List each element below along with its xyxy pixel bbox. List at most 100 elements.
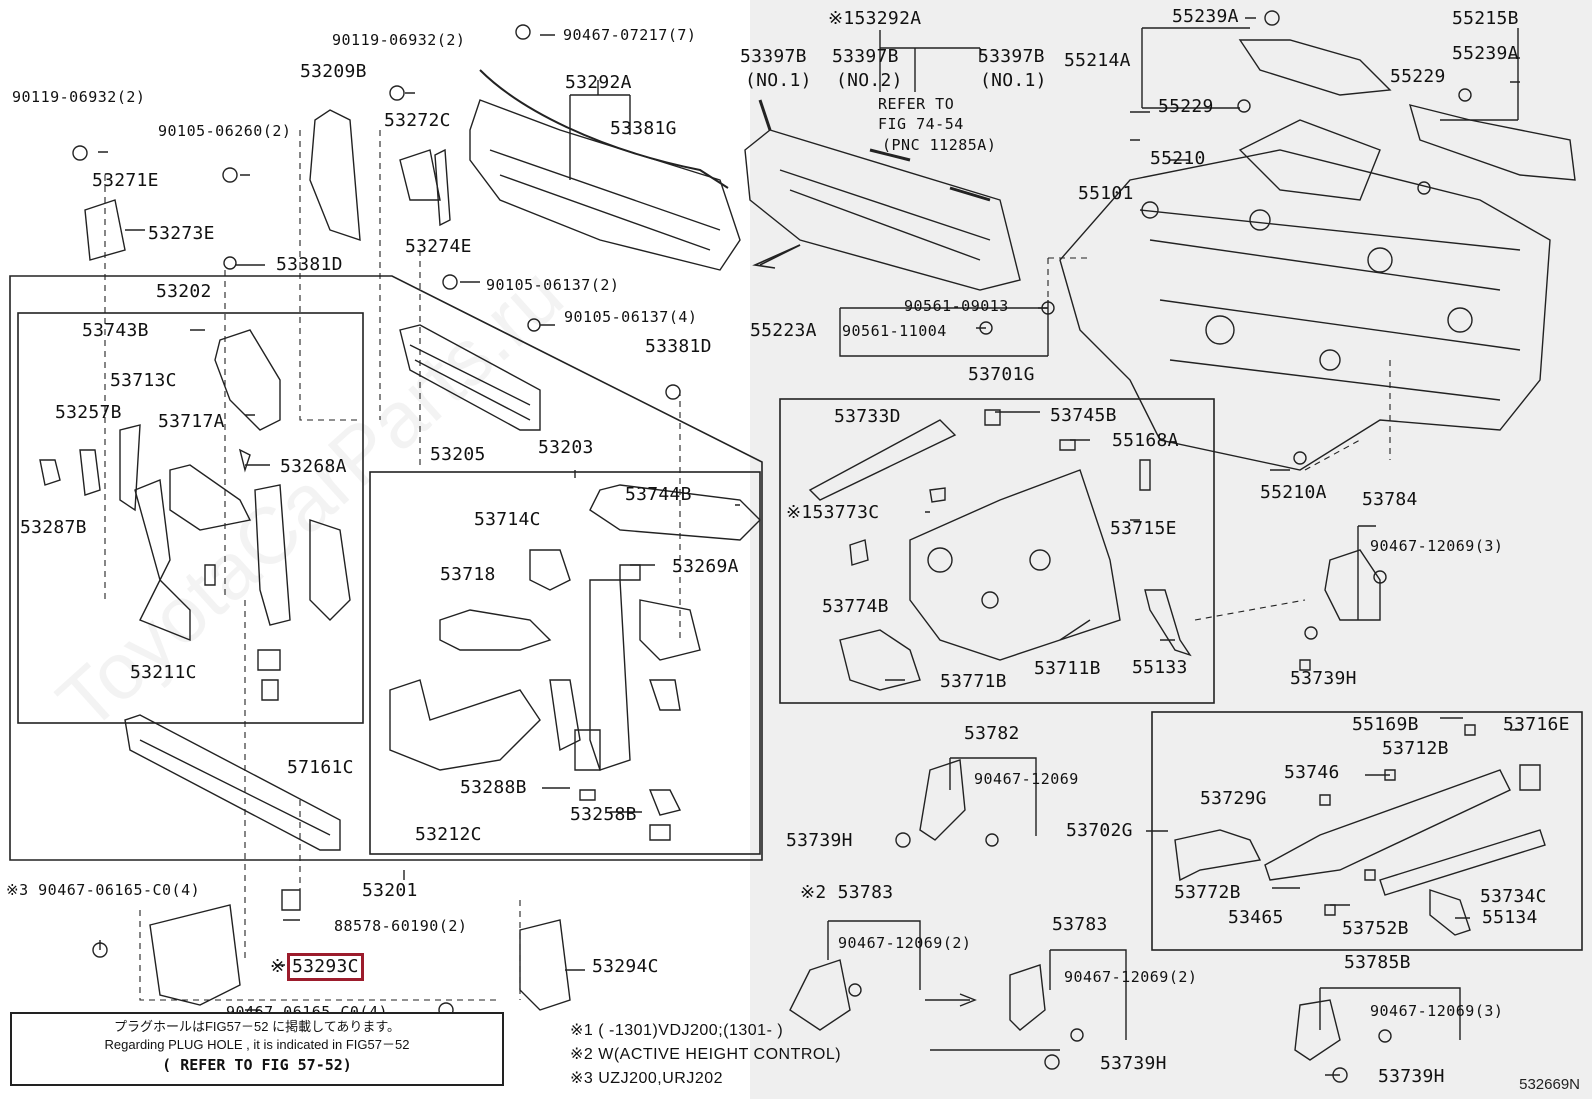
label-90467-07217[interactable]: 90467-07217(7) (563, 26, 697, 44)
label-90105-06137-2[interactable]: 90105-06137(2) (486, 276, 620, 294)
label-53782[interactable]: 53782 (964, 723, 1020, 744)
label-55169B[interactable]: 55169B (1352, 714, 1419, 735)
label-53771B[interactable]: 53771B (940, 671, 1007, 692)
label-55239A-left[interactable]: 55239A (1172, 6, 1239, 27)
label-90119-06932-top[interactable]: 90119-06932(2) (332, 31, 466, 49)
label-55229-right[interactable]: 55229 (1390, 66, 1446, 87)
label-53739H-d[interactable]: 53739H (1378, 1066, 1445, 1087)
label-53272C[interactable]: 53272C (384, 110, 451, 131)
label-53713C[interactable]: 53713C (110, 370, 177, 391)
label-53292A-note1[interactable]: ※153292A (828, 8, 922, 29)
label-53774B[interactable]: 53774B (822, 596, 889, 617)
label-53274E[interactable]: 53274E (405, 236, 472, 257)
label-90467-12069-3-top[interactable]: 90467-12069(3) (1370, 537, 1504, 555)
label-90467-12069[interactable]: 90467-12069 (974, 770, 1079, 788)
label-pnc-11285A: (PNC 11285A) (882, 136, 997, 154)
label-53201[interactable]: 53201 (362, 880, 418, 901)
label-53205[interactable]: 53205 (430, 444, 486, 465)
label-53257B[interactable]: 53257B (55, 402, 122, 423)
label-53287B[interactable]: 53287B (20, 517, 87, 538)
label-53745B[interactable]: 53745B (1050, 405, 1117, 426)
label-53268A[interactable]: 53268A (280, 456, 347, 477)
label-53381G[interactable]: 53381G (610, 118, 677, 139)
label-55214A[interactable]: 55214A (1064, 50, 1131, 71)
label-55215B[interactable]: 55215B (1452, 8, 1519, 29)
label-53381D-top[interactable]: 53381D (276, 254, 343, 275)
label-55101[interactable]: 55101 (1078, 183, 1134, 204)
label-53397B-no2[interactable]: 53397B (832, 46, 899, 67)
label-53465[interactable]: 53465 (1228, 907, 1284, 928)
label-53397B-no1-left[interactable]: 53397B (740, 46, 807, 67)
label-refer-to: REFER TO (878, 95, 955, 113)
label-53397B-no1-right[interactable]: 53397B (978, 46, 1045, 67)
label-53718[interactable]: 53718 (440, 564, 496, 585)
label-53381D-right[interactable]: 53381D (645, 336, 712, 357)
label-53715E[interactable]: 53715E (1110, 518, 1177, 539)
footnote-2: ※2 W(ACTIVE HEIGHT CONTROL) (570, 1046, 842, 1063)
label-53752B[interactable]: 53752B (1342, 918, 1409, 939)
label-53739H-a[interactable]: 53739H (1290, 668, 1357, 689)
label-55134[interactable]: 55134 (1482, 907, 1538, 928)
label-53773C[interactable]: ※153773C (786, 502, 880, 523)
label-53209B[interactable]: 53209B (300, 61, 367, 82)
label-88578-60190[interactable]: 88578-60190(2) (334, 917, 468, 935)
label-53784[interactable]: 53784 (1362, 489, 1418, 510)
label-53294C[interactable]: 53294C (592, 956, 659, 977)
label-53269A[interactable]: 53269A (672, 556, 739, 577)
label-55223A[interactable]: 55223A (750, 320, 817, 341)
label-53733D[interactable]: 53733D (834, 406, 901, 427)
label-53739H-b[interactable]: 53739H (786, 830, 853, 851)
label-55133[interactable]: 55133 (1132, 657, 1188, 678)
label-90467-06165-note3[interactable]: ※3 90467-06165-C0(4) (6, 881, 201, 899)
label-57161C[interactable]: 57161C (287, 757, 354, 778)
label-53271E[interactable]: 53271E (92, 170, 159, 191)
label-90467-12069-2-b[interactable]: 90467-12069(2) (1064, 968, 1198, 986)
label-53292A[interactable]: 53292A (565, 72, 632, 93)
label-55210[interactable]: 55210 (1150, 148, 1206, 169)
label-53744B[interactable]: 53744B (625, 484, 692, 505)
label-55239A-right[interactable]: 55239A (1452, 43, 1519, 64)
label-53734C[interactable]: 53734C (1480, 886, 1547, 907)
label-53701G[interactable]: 53701G (968, 364, 1035, 385)
label-53714C[interactable]: 53714C (474, 509, 541, 530)
label-90561-11004[interactable]: 90561-11004 (842, 322, 947, 340)
label-53702G[interactable]: 53702G (1066, 820, 1133, 841)
label-53202[interactable]: 53202 (156, 281, 212, 302)
label-fig-74-54[interactable]: FIG 74-54 (878, 115, 964, 133)
label-90119-06932-left[interactable]: 90119-06932(2) (12, 88, 146, 106)
label-55168A[interactable]: 55168A (1112, 430, 1179, 451)
label-53746[interactable]: 53746 (1284, 762, 1340, 783)
note-line-japanese: プラグホールはFIG57－52 に掲載してあります。 (113, 1019, 401, 1034)
label-53739H-c[interactable]: 53739H (1100, 1053, 1167, 1074)
label-53211C[interactable]: 53211C (130, 662, 197, 683)
label-53288B[interactable]: 53288B (460, 777, 527, 798)
label-53716E[interactable]: 53716E (1503, 714, 1570, 735)
note-refer-fig-57-52[interactable]: ( REFER TO FIG 57-52) (162, 1056, 352, 1074)
label-53273E[interactable]: 53273E (148, 223, 215, 244)
shaded-region (750, 0, 1592, 1099)
label-53783[interactable]: 53783 (1052, 914, 1108, 935)
label-no1-left: (NO.1) (745, 70, 812, 91)
label-53258B[interactable]: 53258B (570, 804, 637, 825)
label-55229-left[interactable]: 55229 (1158, 96, 1214, 117)
label-90105-06260[interactable]: 90105-06260(2) (158, 122, 292, 140)
label-53785B[interactable]: 53785B (1344, 952, 1411, 973)
label-90467-12069-3-b[interactable]: 90467-12069(3) (1370, 1002, 1504, 1020)
label-53212C[interactable]: 53212C (415, 824, 482, 845)
label-53203[interactable]: 53203 (538, 437, 594, 458)
label-90467-12069-2-a[interactable]: 90467-12069(2) (838, 934, 972, 952)
label-53711B[interactable]: 53711B (1034, 658, 1101, 679)
label-53717A[interactable]: 53717A (158, 411, 225, 432)
label-53293C-highlighted[interactable]: 53293C (287, 953, 364, 981)
label-53743B[interactable]: 53743B (82, 320, 149, 341)
group-box-53202 (17, 312, 364, 724)
footnote-1: ※1 ( -1301)VDJ200;(1301- ) (570, 1022, 784, 1039)
label-53772B[interactable]: 53772B (1174, 882, 1241, 903)
label-53783-note2[interactable]: ※2 53783 (800, 882, 894, 903)
label-53712B[interactable]: 53712B (1382, 738, 1449, 759)
label-90561-09013[interactable]: 90561-09013 (904, 297, 1009, 315)
label-55210A[interactable]: 55210A (1260, 482, 1327, 503)
label-90105-06137-4[interactable]: 90105-06137(4) (564, 308, 698, 326)
label-53729G[interactable]: 53729G (1200, 788, 1267, 809)
